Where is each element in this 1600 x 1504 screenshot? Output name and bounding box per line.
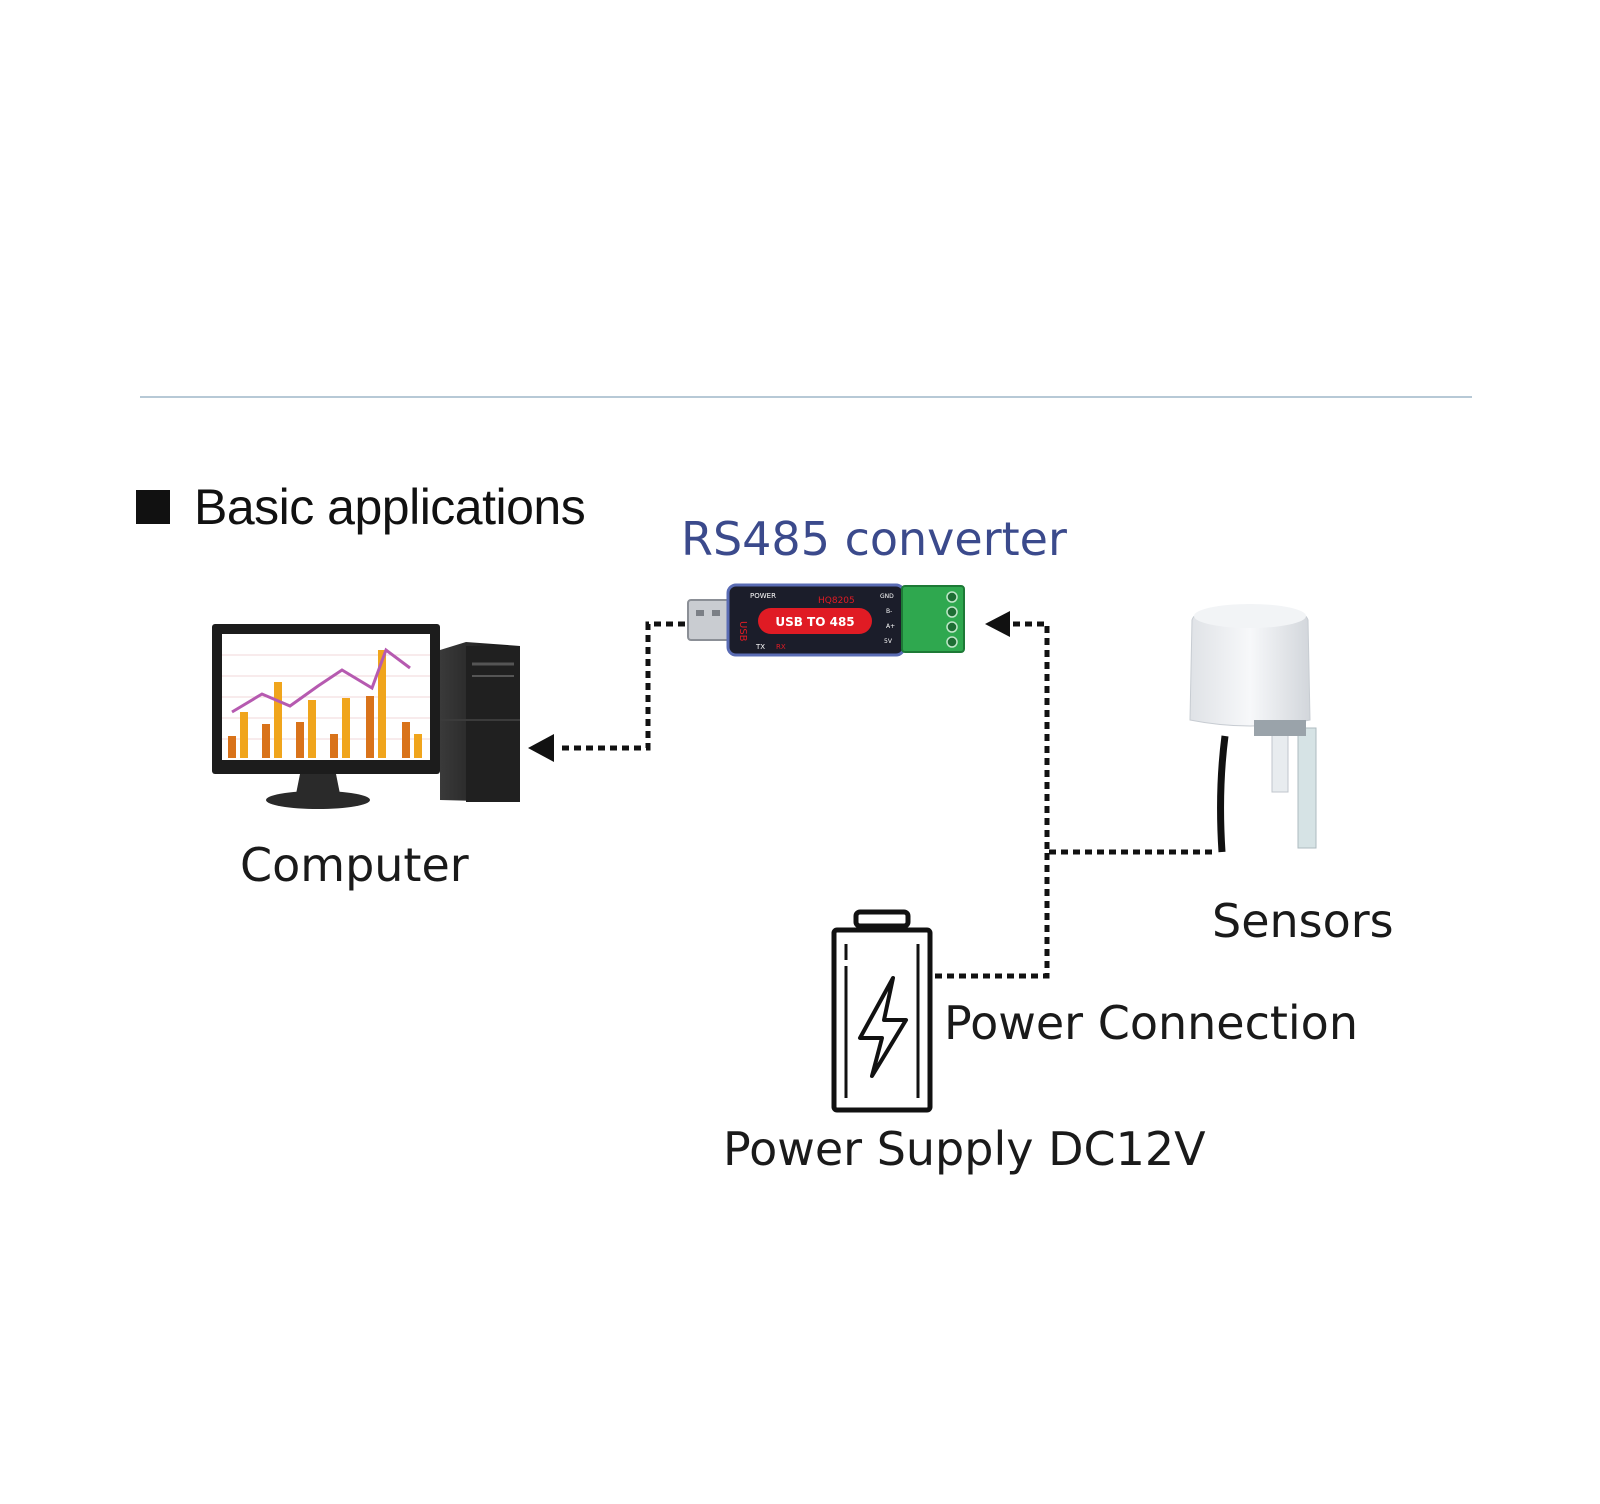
terminal-block: [901, 585, 965, 653]
battery-body: [831, 927, 933, 1113]
section-heading: Basic applications: [136, 478, 586, 536]
rx-label: RX: [776, 643, 786, 651]
connection-lines: [560, 621, 1212, 979]
sensor-icon: [1189, 604, 1317, 853]
power-to-converter-line: [935, 852, 1050, 979]
usb-plug: [687, 599, 731, 641]
usb-to-computer-line: [560, 621, 685, 751]
heading-bullet-icon: [136, 490, 170, 524]
converter-badge-text: USB TO 485: [775, 615, 854, 629]
screen-bars: [228, 650, 422, 758]
monitor-base: [266, 791, 370, 809]
model-label: HQ8205: [818, 596, 855, 606]
screen-grid: [222, 654, 430, 740]
arrow-to-converter-icon: [985, 611, 1010, 637]
computer-label: Computer: [240, 838, 469, 892]
terminal-label-b: B-: [886, 608, 892, 615]
sensors-label: Sensors: [1212, 894, 1394, 948]
sensor-cap-top: [1194, 604, 1306, 628]
sensor-probe-right: [1297, 727, 1317, 849]
terminal-label-a: A+: [886, 623, 895, 630]
divider-line: [140, 396, 1472, 398]
battery-icon: [831, 909, 933, 1113]
power-connection-label: Power Connection: [944, 996, 1358, 1050]
battery-terminal: [853, 909, 911, 929]
monitor-neck: [296, 774, 340, 794]
terminal-label-5v: 5V: [884, 638, 893, 645]
converter-badge: [758, 608, 872, 634]
power-led-label: POWER: [750, 592, 776, 600]
sensor-probe-left: [1271, 727, 1289, 793]
computer-icon: [212, 624, 520, 809]
converter-title: RS485 converter: [681, 512, 1067, 566]
sensor-to-converter-line: [1005, 621, 1212, 855]
lightning-bolt-icon: [858, 976, 908, 1078]
tower-front: [466, 646, 520, 802]
terminal-screws: [946, 591, 958, 648]
usb-rs485-converter-icon: USB POWER HQ8205 USB TO 485 TX RX GND B-…: [687, 583, 965, 657]
sensor-cable: [1217, 735, 1229, 853]
terminal-label-gnd: GND: [880, 593, 894, 600]
heading-title: Basic applications: [194, 479, 586, 535]
power-supply-label: Power Supply DC12V: [723, 1122, 1206, 1176]
sensor-mount: [1254, 720, 1306, 736]
screen-trend-line: [231, 647, 411, 714]
arrow-to-computer-icon: [528, 734, 554, 762]
usb-side-label: USB: [737, 621, 748, 642]
tx-label: TX: [755, 643, 765, 651]
